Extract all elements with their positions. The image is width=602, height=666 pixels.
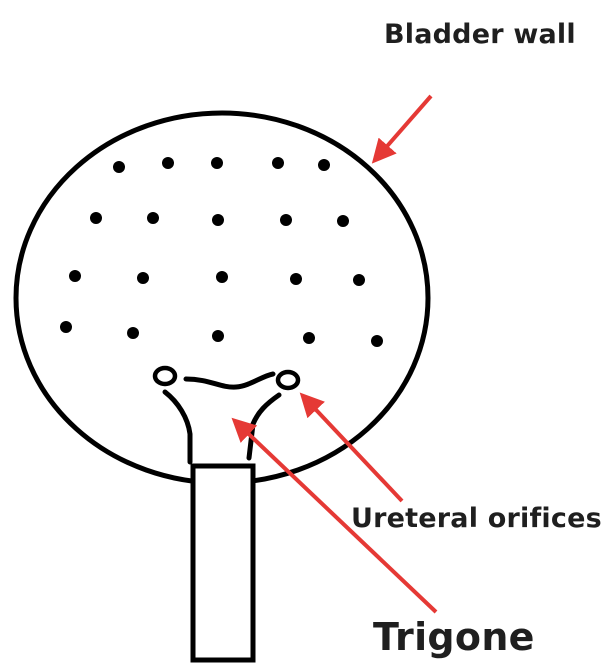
mucosa-dot (212, 214, 224, 226)
right-ureteral-orifice (278, 372, 298, 388)
mucosa-dot (211, 157, 223, 169)
mucosa-dot (371, 335, 383, 347)
mucosa-dot (216, 271, 228, 283)
mucosa-dot (90, 212, 102, 224)
bladder-wall-label: Bladder wall (384, 19, 576, 50)
mucosa-dot (162, 157, 174, 169)
mucosa-dot (147, 212, 159, 224)
interureteric-ridge (186, 374, 273, 387)
bladder-mucosa-dots (60, 157, 383, 347)
mucosa-dot (290, 273, 302, 285)
bladder-outline (16, 113, 428, 483)
mucosa-dot (353, 274, 365, 286)
mucosa-dot (303, 332, 315, 344)
mucosa-dot (69, 270, 81, 282)
mucosa-dot (137, 272, 149, 284)
bladder-wall-arrow (375, 96, 431, 160)
left-ureteral-orifice (155, 368, 175, 384)
mucosa-dot (127, 327, 139, 339)
mucosa-dot (113, 161, 125, 173)
mucosa-dot (280, 214, 292, 226)
trigone-label: Trigone (373, 615, 535, 659)
urethra (193, 466, 253, 660)
mucosa-dot (318, 159, 330, 171)
ureteral-orifices-label: Ureteral orifices (351, 503, 602, 534)
mucosa-dot (60, 321, 72, 333)
mucosa-dot (272, 157, 284, 169)
mucosa-dot (212, 330, 224, 342)
mucosa-dot (337, 215, 349, 227)
trigone-left-edge (165, 392, 190, 462)
